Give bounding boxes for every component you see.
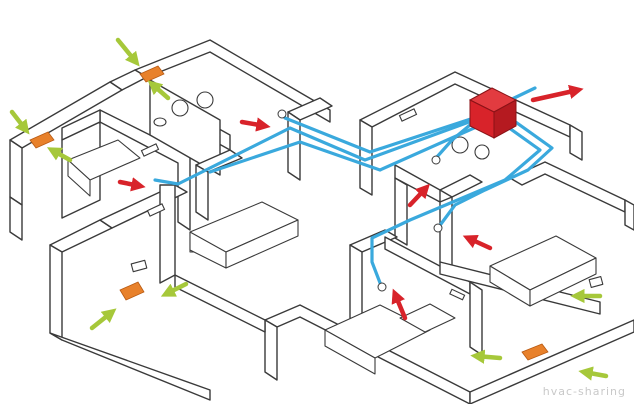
duct-supply-left [153,116,482,186]
orange-wall-vent-icon [139,65,165,83]
ceiling-diffuser-icon [130,259,148,273]
duct-return-mid [208,118,494,174]
red-arrow-icon [530,84,584,103]
watermark: hvac-sharing [542,385,626,398]
green-arrow-icon [115,37,140,67]
diffuser-icon [277,109,287,119]
exhaust-arrows [117,84,584,321]
fresh-air-arrows [9,37,609,381]
duct-branch-south [370,123,542,290]
duct-exhaust-out [508,86,537,102]
wall-vents [29,65,549,361]
grille-icon [140,143,160,157]
duct-diffusers [277,109,443,292]
sink-icon [171,99,189,117]
ventilation-unit-icon [468,87,518,139]
duct-branch-center [434,123,472,160]
wall-grilles [140,108,466,301]
bench-icon [399,303,456,333]
